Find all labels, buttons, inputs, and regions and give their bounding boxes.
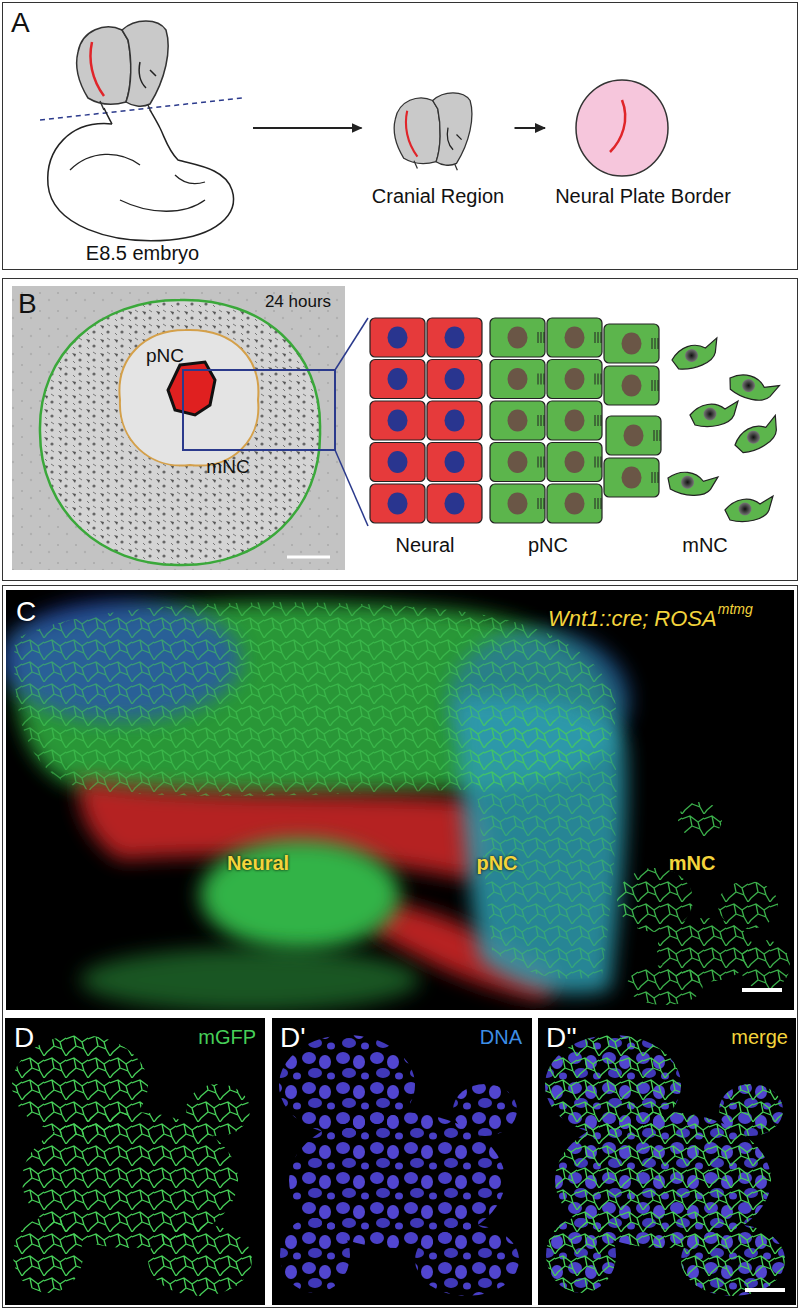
panel-letter: D: [14, 1022, 34, 1054]
panel-letter: C: [16, 596, 36, 628]
region-label: Neural: [227, 852, 289, 875]
region-label: pNC: [146, 345, 184, 367]
embryo-figure: E8.5 embryo: [35, 15, 250, 267]
panel-frame: A E8.5 embryo Cranial Region Neural Plate B…: [2, 2, 798, 270]
text-holder: E8.5 embryo: [35, 242, 250, 265]
time-label: 24 hours: [265, 292, 331, 312]
text-holder: A: [11, 7, 30, 39]
genotype-label: Wnt1::cre; ROSA: [548, 606, 717, 631]
region-label: mNC: [669, 852, 716, 875]
channel-label: mGFP: [198, 1026, 256, 1049]
figure-caption: Cranial Region: [372, 185, 504, 207]
text-holder: Cranial Region: [365, 185, 512, 208]
region-label: pNC: [528, 534, 568, 557]
panel-letter: D': [280, 1022, 306, 1054]
region-label: mNC: [206, 456, 249, 478]
region-label: pNC: [476, 852, 517, 875]
region-label: Neural: [396, 534, 455, 557]
figure-caption: Neural Plate Border: [555, 185, 731, 207]
genotype-superscript: mtmg: [718, 601, 753, 617]
cranial-figure: Cranial Region: [365, 80, 512, 210]
channel-label: merge: [731, 1026, 788, 1049]
arrow: [253, 127, 362, 129]
figure-caption: E8.5 embryo: [86, 242, 199, 264]
region-label: mNC: [682, 534, 728, 557]
channel-label: DNA: [480, 1026, 522, 1049]
text-holder: Neural Plate Border: [548, 185, 738, 208]
arrow: [515, 127, 546, 129]
panel-letter: B: [18, 288, 37, 320]
panel-letter: D'': [546, 1022, 577, 1054]
border-figure: Neural Plate Border: [548, 75, 738, 210]
panel-letter: A: [11, 7, 30, 38]
